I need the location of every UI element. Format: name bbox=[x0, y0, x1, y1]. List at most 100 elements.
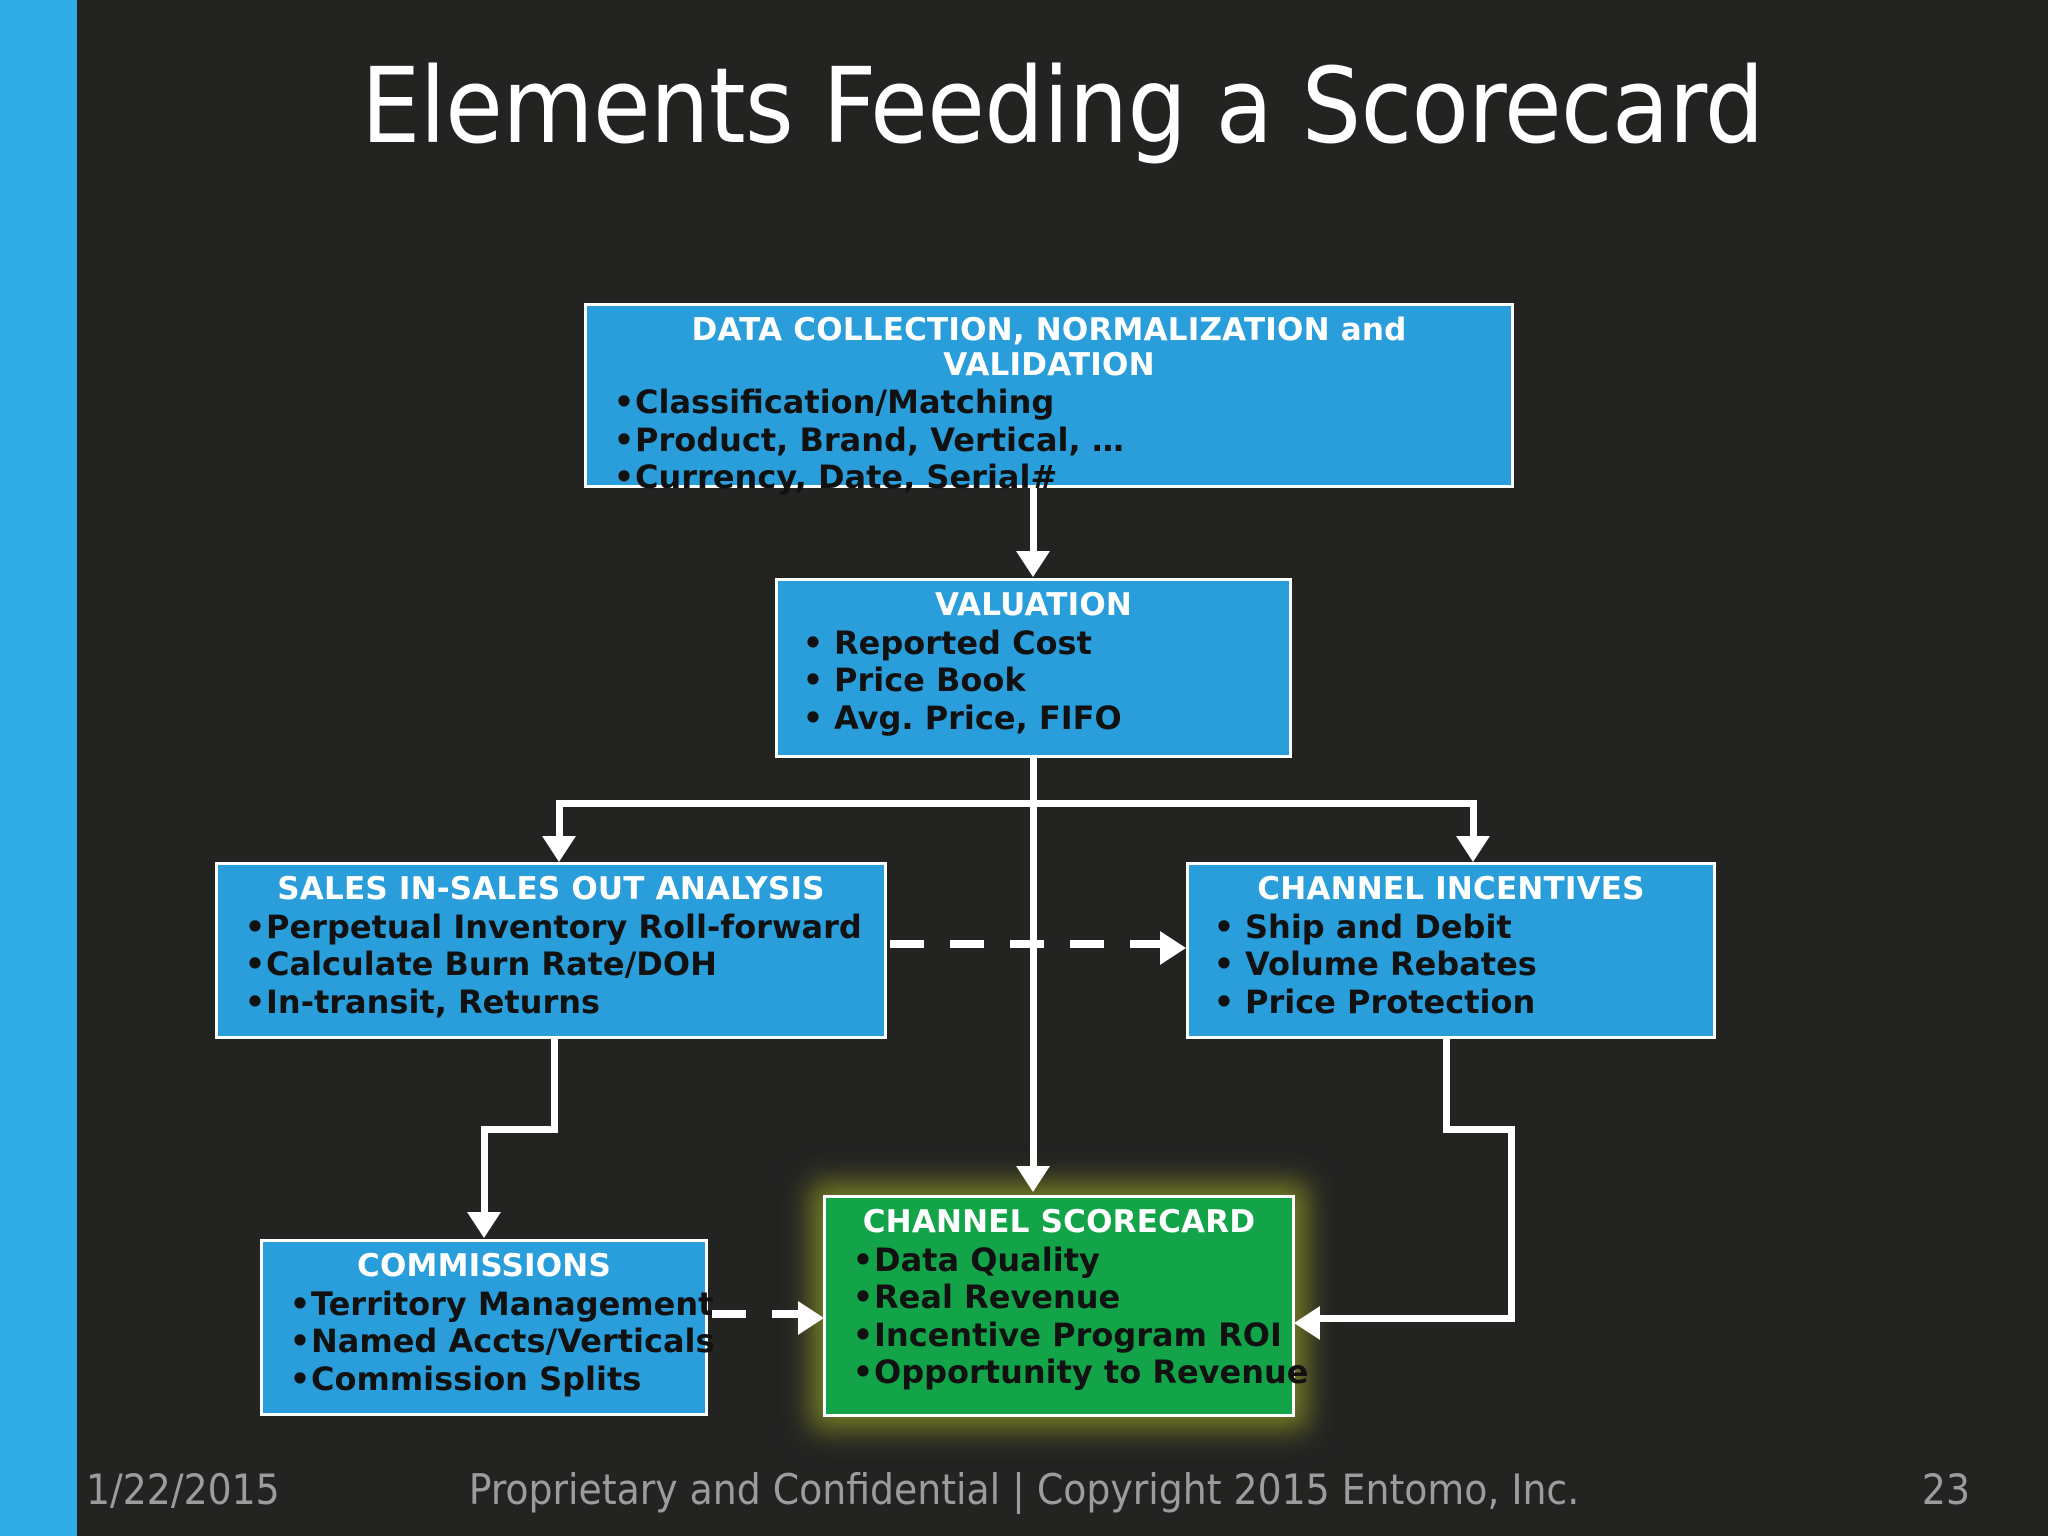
connector-to-sales bbox=[556, 800, 563, 838]
connector-commissions-drop bbox=[481, 1126, 488, 1213]
bullet-icon: • bbox=[244, 907, 266, 946]
node-sales-in-sales-out-list: •Perpetual Inventory Roll-forward •Calcu… bbox=[218, 907, 884, 1021]
list-item: •Calculate Burn Rate/DOH bbox=[244, 945, 884, 984]
bullet-icon: • bbox=[613, 383, 635, 422]
connector-commissions-to-scorecard-dashed bbox=[712, 1310, 800, 1318]
list-item: • Reported Cost bbox=[792, 623, 1289, 662]
bullet-icon: • bbox=[852, 1315, 874, 1354]
arrowhead-right-incentives bbox=[1160, 931, 1186, 965]
list-item-label: Reported Cost bbox=[834, 623, 1092, 662]
list-item-label: Commission Splits bbox=[311, 1359, 642, 1398]
list-item-label: In-transit, Returns bbox=[266, 982, 601, 1021]
list-item: •Product, Brand, Vertical, … bbox=[613, 420, 1511, 459]
node-data-collection[interactable]: DATA COLLECTION, NORMALIZATION and VALID… bbox=[584, 303, 1514, 496]
list-item-label: Named Accts/Verticals bbox=[311, 1322, 715, 1361]
arrowhead-down-commissions bbox=[467, 1212, 501, 1238]
node-data-collection-title: DATA COLLECTION, NORMALIZATION and VALID… bbox=[691, 312, 1407, 383]
bullet-icon: • bbox=[1213, 982, 1235, 1021]
node-commissions-list: •Territory Management •Named Accts/Verti… bbox=[263, 1284, 715, 1398]
list-item-label: Perpetual Inventory Roll-forward bbox=[266, 907, 862, 946]
bullet-icon: • bbox=[1213, 945, 1235, 984]
node-data-collection-list: •Classification/Matching •Product, Brand… bbox=[587, 382, 1511, 496]
arrowhead-down-scorecard bbox=[1016, 1166, 1050, 1192]
arrowhead-down-valuation bbox=[1016, 551, 1050, 577]
arrowhead-right-scorecard bbox=[798, 1301, 824, 1335]
bullet-icon: • bbox=[802, 661, 824, 700]
connector-incentives-jog-h bbox=[1443, 1126, 1515, 1133]
list-item: •Perpetual Inventory Roll-forward bbox=[244, 907, 884, 946]
connector-incentives-drop bbox=[1443, 1039, 1450, 1126]
arrowhead-down-sales bbox=[542, 836, 576, 862]
bullet-icon: • bbox=[244, 982, 266, 1021]
list-item: •In-transit, Returns bbox=[244, 982, 884, 1021]
connector-valuation-trunk bbox=[1030, 758, 1037, 1168]
node-channel-scorecard-list: •Data Quality •Real Revenue •Incentive P… bbox=[826, 1240, 1309, 1392]
connector-incentives-to-scorecard-h bbox=[1320, 1315, 1515, 1322]
list-item-label: Calculate Burn Rate/DOH bbox=[266, 945, 717, 984]
list-item: •Currency, Date, Serial# bbox=[613, 458, 1511, 497]
node-channel-scorecard-title: CHANNEL SCORECARD bbox=[862, 1204, 1256, 1240]
bullet-icon: • bbox=[289, 1284, 311, 1323]
list-item-label: Incentive Program ROI bbox=[874, 1315, 1282, 1354]
node-valuation[interactable]: VALUATION • Reported Cost • Price Book • Av… bbox=[775, 578, 1292, 758]
connector-data-to-valuation bbox=[1030, 488, 1037, 553]
list-item-label: Classification/Matching bbox=[635, 383, 1055, 422]
list-item-label: Price Book bbox=[834, 661, 1026, 700]
list-item-label: Price Protection bbox=[1245, 982, 1536, 1021]
list-item-label: Territory Management bbox=[311, 1284, 714, 1323]
list-item: •Real Revenue bbox=[852, 1278, 1292, 1317]
list-item: •Territory Management bbox=[289, 1284, 714, 1323]
node-commissions-title: COMMISSIONS bbox=[357, 1248, 611, 1284]
arrowhead-down-channel-incentives bbox=[1456, 836, 1490, 862]
connector-valuation-split-bar bbox=[556, 800, 1477, 807]
bullet-icon: • bbox=[802, 623, 824, 662]
bullet-icon: • bbox=[852, 1240, 874, 1279]
list-item: • Price Book bbox=[792, 661, 1289, 700]
footer-page-number: 23 bbox=[1921, 1465, 1970, 1514]
list-item: • Price Protection bbox=[1203, 982, 1713, 1021]
list-item: •Classification/Matching bbox=[613, 383, 1511, 422]
bullet-icon: • bbox=[852, 1278, 874, 1317]
arrowhead-left-scorecard bbox=[1294, 1306, 1320, 1340]
list-item: •Data Quality bbox=[852, 1240, 1292, 1279]
list-item-label: Volume Rebates bbox=[1245, 945, 1537, 984]
list-item-label: Product, Brand, Vertical, … bbox=[635, 420, 1124, 459]
bullet-icon: • bbox=[852, 1353, 874, 1392]
node-channel-incentives-title: CHANNEL INCENTIVES bbox=[1257, 871, 1645, 907]
connector-sales-drop bbox=[551, 1039, 558, 1129]
bullet-icon: • bbox=[289, 1322, 311, 1361]
list-item-label: Ship and Debit bbox=[1245, 907, 1512, 946]
list-item: •Commission Splits bbox=[289, 1359, 705, 1398]
list-item: •Incentive Program ROI bbox=[852, 1315, 1292, 1354]
node-sales-in-sales-out-title: SALES IN-SALES OUT ANALYSIS bbox=[277, 871, 825, 907]
node-channel-scorecard[interactable]: CHANNEL SCORECARD •Data Quality •Real Re… bbox=[823, 1195, 1309, 1417]
node-valuation-title: VALUATION bbox=[934, 587, 1133, 623]
bullet-icon: • bbox=[244, 945, 266, 984]
list-item-label: Avg. Price, FIFO bbox=[834, 698, 1122, 737]
node-channel-incentives-list: • Ship and Debit • Volume Rebates • Price P… bbox=[1189, 907, 1713, 1021]
bullet-icon: • bbox=[613, 420, 635, 459]
bullet-icon: • bbox=[1213, 907, 1235, 946]
list-item: • Ship and Debit bbox=[1203, 907, 1713, 946]
list-item-label: Data Quality bbox=[874, 1240, 1100, 1279]
bullet-icon: • bbox=[289, 1359, 311, 1398]
bullet-icon: • bbox=[613, 458, 635, 497]
connector-to-channel-incentives bbox=[1470, 800, 1477, 838]
list-item-label: Opportunity to Revenue bbox=[874, 1353, 1309, 1392]
node-channel-incentives[interactable]: CHANNEL INCENTIVES • Ship and Debit • Volu… bbox=[1186, 862, 1716, 1039]
list-item: • Avg. Price, FIFO bbox=[792, 698, 1289, 737]
node-valuation-list: • Reported Cost • Price Book • Avg. Price, … bbox=[778, 623, 1289, 737]
left-accent-bar bbox=[0, 0, 77, 1536]
footer-date: 1/22/2015 bbox=[86, 1465, 280, 1514]
list-item: • Volume Rebates bbox=[1203, 945, 1713, 984]
footer-copyright-notice: Proprietary and Confidential | Copyright… bbox=[468, 1465, 1580, 1514]
list-item: •Opportunity to Revenue bbox=[852, 1353, 1309, 1392]
node-commissions[interactable]: COMMISSIONS •Territory Management •Named… bbox=[260, 1239, 715, 1416]
connector-incentives-drop2 bbox=[1508, 1126, 1515, 1322]
list-item-label: Currency, Date, Serial# bbox=[635, 458, 1058, 497]
connector-sales-to-incentives-dashed bbox=[890, 940, 1160, 948]
list-item-label: Real Revenue bbox=[874, 1278, 1121, 1317]
bullet-icon: • bbox=[802, 698, 824, 737]
node-sales-in-sales-out[interactable]: SALES IN-SALES OUT ANALYSIS •Perpetual I… bbox=[215, 862, 887, 1039]
